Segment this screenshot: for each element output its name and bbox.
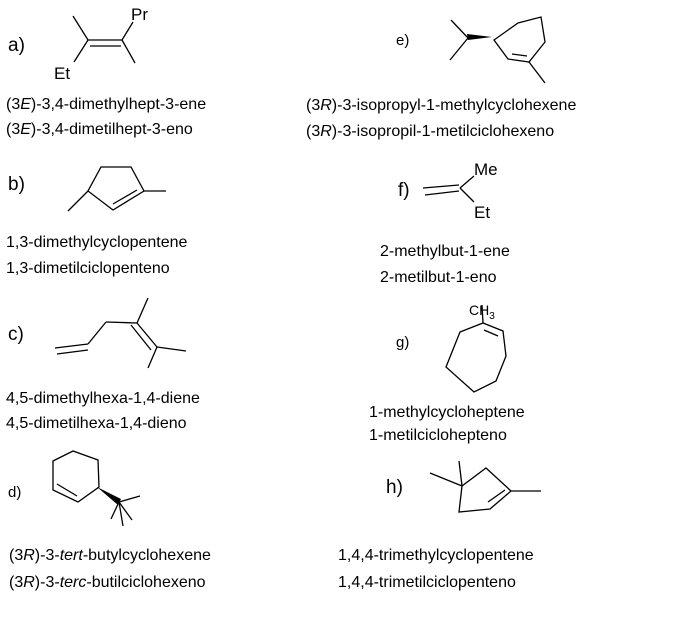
structure-f: Me Et <box>422 160 498 222</box>
compound-name-es-b: 1,3-dimetilciclopenteno <box>6 260 170 277</box>
structure-b <box>67 166 166 212</box>
item-label-b: b) <box>8 174 25 195</box>
item-label-d: d) <box>8 484 22 501</box>
item-label-c: c) <box>8 324 24 345</box>
structure-g: CH3 <box>445 302 507 393</box>
compound-name-en-f: 2-methylbut-1-ene <box>380 243 510 260</box>
compound-name-en-h: 1,4,4-trimethylcyclopentene <box>338 547 534 564</box>
compound-name-en-g: 1-methylcycloheptene <box>369 404 525 421</box>
item-label-e: e) <box>396 32 410 49</box>
compound-name-en-e: (3R)-3-isopropyl-1-methylcyclohexene <box>306 97 577 114</box>
atom-label-me: Me <box>474 160 498 179</box>
compound-name-en-a: (3E)-3,4-dimethylhept-3-ene <box>6 96 207 113</box>
atom-label-ch3: CH3 <box>469 302 495 322</box>
structure-c <box>54 297 187 369</box>
item-label-a: a) <box>8 35 25 56</box>
structure-h <box>429 460 541 513</box>
compound-name-en-c: 4,5-dimethylhexa-1,4-diene <box>6 390 200 407</box>
compound-name-es-f: 2-metilbut-1-eno <box>380 269 497 286</box>
structure-e <box>449 16 546 84</box>
item-label-h: h) <box>386 477 403 498</box>
atom-label-et: Et <box>474 203 490 222</box>
compound-name-es-a: (3E)-3,4-dimetilhept-3-eno <box>6 121 193 138</box>
atom-label-et: Et <box>54 64 70 83</box>
atom-label-pr: Pr <box>131 5 148 24</box>
item-label-g: g) <box>396 334 410 351</box>
compound-name-es-h: 1,4,4-trimetilciclopenteno <box>338 574 516 591</box>
compound-name-es-g: 1-metilciclohepteno <box>369 427 507 444</box>
structure-d <box>52 450 141 527</box>
compound-name-es-d: (3R)-3-terc-butilciclohexeno <box>9 574 206 591</box>
compound-name-en-d: (3R)-3-tert-butylcyclohexene <box>9 547 211 564</box>
compound-name-es-e: (3R)-3-isopropil-1-metilciclohexeno <box>306 123 555 140</box>
structure-a: Pr Et <box>54 5 148 83</box>
compound-name-es-c: 4,5-dimetilhexa-1,4-dieno <box>6 415 187 432</box>
compound-name-en-b: 1,3-dimethylcyclopentene <box>6 234 188 251</box>
item-label-f: f) <box>398 180 410 201</box>
